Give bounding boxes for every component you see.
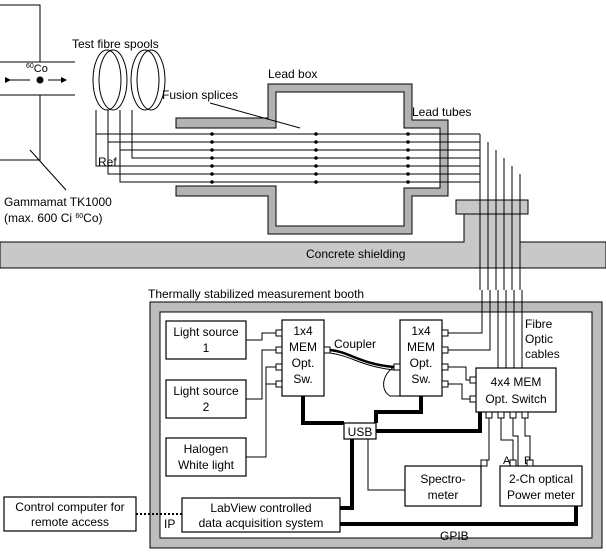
mem-switch-2-box: [399, 319, 443, 397]
light-source-1-line2: 1: [203, 341, 210, 355]
control-computer-line1: Control computer for: [15, 500, 124, 514]
labview-box: [181, 497, 341, 533]
halogen-line1: Halogen: [184, 442, 229, 456]
spectrometer-box: [404, 465, 482, 507]
splice-dot: [406, 164, 410, 168]
fibre-line: [119, 110, 480, 183]
mem-switch-2-line3: Opt.: [410, 356, 433, 370]
halogen-box: [165, 437, 247, 477]
power-meter-line2: Power meter: [507, 488, 575, 502]
splice-dot: [314, 164, 318, 168]
usb-cables: [301, 396, 482, 510]
coupler-fibre: [329, 348, 395, 369]
fibre-optic-label-2: Optic: [525, 332, 553, 346]
mem-4x4-line2: Opt. Switch: [485, 392, 546, 406]
fibre-optic-label-1: Fibre: [525, 317, 553, 331]
splice-dot: [210, 172, 214, 176]
test-fibre-spools: [92, 49, 166, 111]
mem-switch-1-line1: 1x4: [293, 324, 313, 338]
splice-dot: [406, 156, 410, 160]
control-computer-box: [3, 496, 137, 532]
source-label: 60Co: [26, 63, 48, 75]
splice-dot: [210, 156, 214, 160]
fibre-bundle: [95, 110, 480, 184]
instrument-ports: [480, 459, 534, 467]
splice-dot: [406, 172, 410, 176]
gammamat-label-line1: Gammamat TK1000: [4, 195, 112, 209]
splice-dot: [314, 156, 318, 160]
gpib-label: GPIB: [440, 529, 469, 543]
mem-switch-2-line1: 1x4: [411, 324, 431, 338]
gpib-cable: [340, 506, 578, 526]
mem-switch-1-line2: MEM: [289, 340, 317, 354]
spectrometer-line1: Spectro-: [420, 472, 465, 486]
coupler-label: Coupler: [334, 337, 376, 351]
splice-dot: [314, 172, 318, 176]
ref-label: Ref: [98, 155, 117, 169]
labview-line2: data acquisition system: [199, 516, 324, 530]
test-fibre-spools-label: Test fibre spools: [72, 37, 159, 51]
light-source-2-line2: 2: [203, 400, 210, 414]
splice-dot: [210, 148, 214, 152]
control-computer-line2: remote access: [31, 515, 109, 529]
source-wiring: [246, 332, 276, 458]
port-a-label: A: [503, 455, 511, 467]
mem-switch-1-line4: Sw.: [293, 372, 312, 386]
lead-box-label: Lead box: [268, 67, 317, 81]
fibre-line: [107, 110, 480, 175]
fibre-optic-cables: [479, 134, 523, 368]
fibre-line: [131, 110, 480, 159]
coupler-fibre-2: [329, 352, 395, 371]
power-meter-line1: 2-Ch optical: [509, 472, 573, 486]
splice-dot: [314, 148, 318, 152]
fusion-splices-label: Fusion splices: [162, 88, 238, 102]
labview-line1: LabView controlled: [210, 501, 311, 515]
splice-dot: [314, 140, 318, 144]
splice-dot: [314, 132, 318, 136]
ip-label: IP: [164, 517, 175, 531]
halogen-line2: White light: [178, 458, 235, 472]
light-source-1-line1: Light source: [173, 325, 239, 339]
splice-dot: [210, 140, 214, 144]
coupler-loop: [383, 366, 440, 397]
splice-dot: [314, 180, 318, 184]
splice-dot: [210, 164, 214, 168]
splice-dot: [210, 132, 214, 136]
lead-box: [175, 83, 449, 235]
mem-4x4-box: [475, 367, 557, 413]
mem-switch-2-line4: Sw.: [411, 372, 430, 386]
usb-label: USB: [348, 425, 373, 439]
concrete-shielding-label: Concrete shielding: [306, 247, 405, 261]
fibre-line: [95, 110, 480, 167]
power-meter-box: [499, 465, 583, 507]
mem-4x4-line1: 4x4 MEM: [491, 375, 542, 389]
splice-dot: [406, 132, 410, 136]
splice-pointer: [209, 102, 301, 129]
switch-2-to-4x4: [448, 290, 491, 400]
mem-switch-1-line3: Opt.: [292, 356, 315, 370]
mem-switch-1-box: [281, 319, 325, 397]
lead-tubes-label: Lead tubes: [412, 105, 471, 119]
splice-dot: [406, 148, 410, 152]
switch-2-ports: [393, 329, 449, 388]
splice-dot: [210, 180, 214, 184]
concrete-notch: [455, 199, 529, 215]
splice-dot: [406, 140, 410, 144]
gammamat-label-line2: (max. 600 Ci 60Co): [4, 211, 103, 225]
mem-switch-2-line2: MEM: [407, 340, 435, 354]
spectrometer-line2: meter: [428, 488, 459, 502]
source-dot: [36, 76, 44, 84]
fibre-optic-label-3: cables: [525, 347, 560, 361]
splice-dot: [406, 180, 410, 184]
gammamat-source: [0, 4, 75, 191]
light-source-2-line1: Light source: [173, 384, 239, 398]
booth-label: Thermally stabilized measurement booth: [148, 287, 364, 301]
mem-4x4-ports: [469, 376, 529, 419]
